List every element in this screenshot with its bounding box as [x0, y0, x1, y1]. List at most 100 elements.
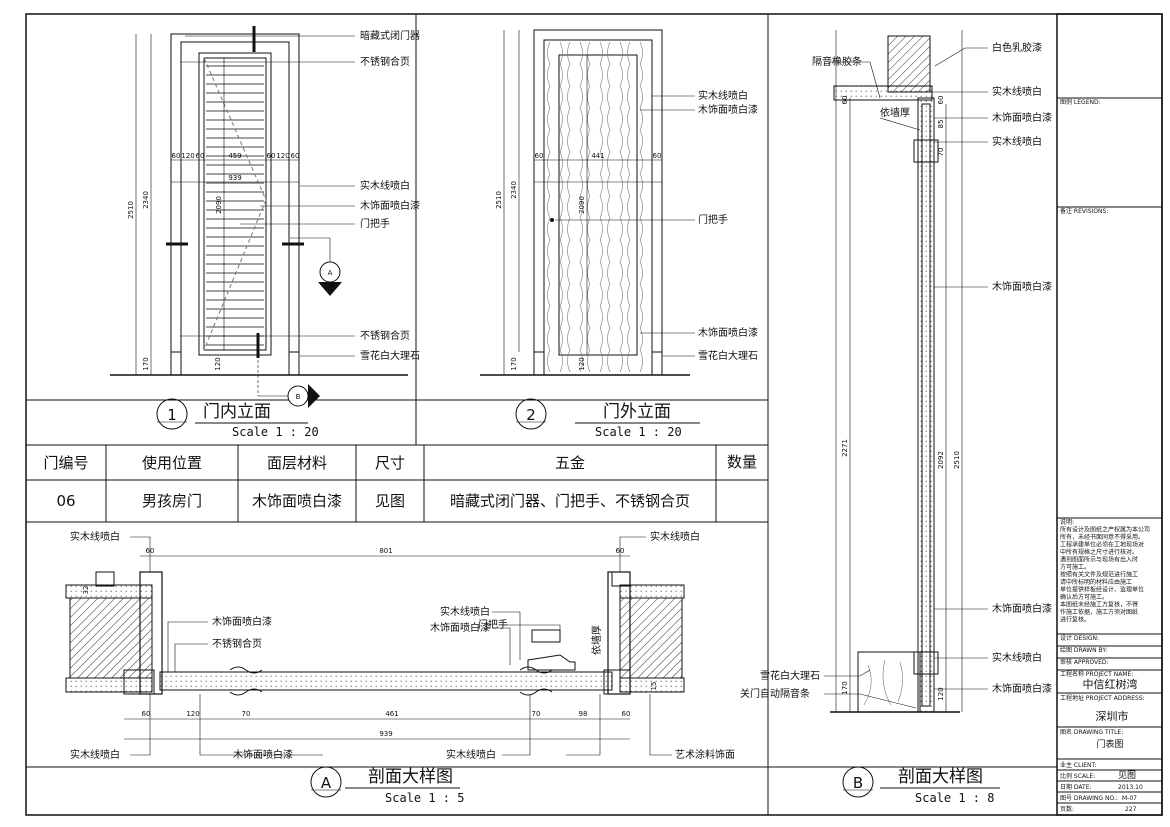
scale-label: 比例 SCALE: [1060, 772, 1095, 780]
sectionA-title: 剖面大样图 [368, 767, 453, 787]
header-size: 尺寸 [375, 454, 405, 472]
dim-120: 120 [181, 152, 194, 160]
design-label: 设计 DESIGN: [1060, 634, 1099, 642]
note-line: 工程承建单位必须在工地现场对 [1060, 541, 1144, 549]
label-wood-trim: 实木线喷白 [70, 530, 120, 543]
note-line: 按照有关文件及规范进行施工 [1060, 571, 1138, 579]
label-wood-veneer: 木饰面喷白漆 [430, 621, 490, 634]
view2-title: 门外立面 [603, 402, 671, 422]
drawing-title-label: 图名 DRAWING TITLE: [1060, 728, 1123, 736]
cell-size: 见图 [375, 492, 405, 510]
dim-2090: 2090 [215, 196, 223, 214]
label-auto-seal: 关门自动隔音条 [740, 687, 810, 700]
note-line: 说明: [1060, 518, 1074, 526]
section-b-detail: 60 60 85 70 2271 2092 2510 170 120 白色乳胶漆… [740, 30, 1052, 805]
dim-60: 60 [653, 152, 662, 160]
approved-label: 审核 APPROVED: [1060, 658, 1109, 666]
svg-text:A: A [328, 269, 333, 277]
dim-170: 170 [841, 681, 849, 694]
address-label: 工程地址 PROJECT ADDRESS: [1060, 694, 1145, 702]
note-line: 请中所标明的材料应由施工 [1060, 578, 1132, 586]
notes: 说明:所有设计及图纸之产权属为本公司所有，未经书面同意不得采用。工程承建单位必须… [1060, 518, 1150, 624]
dim-60: 60 [622, 710, 631, 718]
note-line: 进行复核。 [1060, 616, 1090, 624]
date-label: 日期 DATE: [1060, 783, 1092, 791]
revisions-label: 备注 REVISIONS: [1060, 207, 1108, 215]
number-label: 图号 DRAWING NO.: [1060, 795, 1118, 802]
dim-120: 120 [186, 710, 199, 718]
sectionB-scale: Scale 1 : 8 [915, 791, 994, 805]
label-wood-veneer: 木饰面喷白漆 [992, 280, 1052, 293]
label-wood-veneer-2: 木饰面喷白漆 [698, 326, 758, 339]
dim-170: 170 [142, 357, 150, 370]
label-wood-veneer: 木饰面喷白漆 [212, 615, 272, 628]
label-wall-thickness: 依墙厚 [880, 106, 910, 119]
label-wood-trim: 实木线喷白 [698, 89, 748, 102]
label-wood-trim: 实木线喷白 [446, 748, 496, 761]
dim-2340: 2340 [510, 181, 518, 199]
label-wood-trim: 实木线喷白 [360, 179, 410, 192]
client-label: 业主 CLIENT: [1060, 761, 1097, 769]
wood-grain [607, 41, 611, 373]
note-line: 中所有规格之尺寸进行核对。 [1060, 548, 1138, 556]
section-a-detail: 60 801 60 32 60 120 70 461 70 98 60 939 … [65, 530, 735, 805]
wood-grain [547, 41, 551, 373]
note-line: 所有设计及图纸之产权属为本公司 [1060, 526, 1150, 534]
label-latex-paint: 白色乳胶漆 [992, 41, 1042, 54]
dim-939: 939 [379, 730, 392, 738]
dim-441: 441 [591, 152, 604, 160]
drawn-label: 绘图 DRAWN BY: [1060, 646, 1107, 654]
label-wood-veneer: 木饰面喷白漆 [698, 103, 758, 116]
date-value: 2013.10 [1118, 784, 1143, 791]
handle-icon [550, 218, 554, 222]
wood-grain [587, 41, 591, 373]
dim-60: 60 [291, 152, 300, 160]
label-handle: 门把手 [478, 618, 508, 631]
cell-location: 男孩房门 [142, 492, 202, 510]
header-qty: 数量 [727, 453, 757, 471]
cell-finish: 木饰面喷白漆 [252, 492, 342, 510]
label-concealed-closer: 暗藏式闭门器 [360, 29, 420, 42]
view2-number: 2 [526, 406, 536, 424]
project-name: 中信红树湾 [1083, 677, 1138, 691]
label-hinge: 不锈钢合页 [360, 55, 410, 68]
title-block: 图例 LEGEND: 备注 REVISIONS: 说明:所有设计及图纸之产权属为… [1056, 13, 1163, 816]
header-hardware: 五金 [555, 454, 585, 472]
label-marble: 雪花白大理石 [760, 669, 820, 682]
dim-2510: 2510 [953, 451, 961, 469]
label-wood-veneer: 木饰面喷白漆 [992, 602, 1052, 615]
dim-60: 60 [535, 152, 544, 160]
label-art-paint: 艺术涂料饰面 [675, 748, 735, 761]
note-line: 遇到图面所示与现场有出入时 [1060, 556, 1138, 564]
dim-70: 70 [242, 710, 251, 718]
label-wall-thickness: 依墙厚 [590, 625, 603, 655]
header-location: 使用位置 [142, 454, 202, 472]
wood-grain [559, 41, 563, 373]
label-handle: 门把手 [360, 217, 390, 230]
sectionA-scale: Scale 1 : 5 [385, 791, 464, 805]
dim-60: 60 [267, 152, 276, 160]
note-line: 作施工依据，施工方须对图纸 [1060, 608, 1138, 616]
svg-text:B: B [296, 393, 301, 401]
label-wood-trim: 实木线喷白 [70, 748, 120, 761]
dim-2510: 2510 [495, 191, 503, 209]
door-schedule: 门编号 使用位置 面层材料 尺寸 五金 数量 06 男孩房门 木饰面喷白漆 见图… [43, 445, 757, 522]
inner-elevation: 2510 2340 2090 939 459 60 120 60 60 120 … [110, 26, 420, 439]
wood-grain [639, 41, 643, 373]
dim-120: 120 [214, 357, 222, 370]
dim-2090: 2090 [578, 196, 586, 214]
cell-hardware: 暗藏式闭门器、门把手、不锈钢合页 [450, 492, 690, 510]
outer-elevation: 2510 2340 2090 441 60 60 170 120 实木线喷白 木… [480, 29, 758, 439]
label-handle: 门把手 [698, 213, 728, 226]
dim-120: 120 [937, 687, 945, 700]
dim-461: 461 [385, 710, 398, 718]
dim-60: 60 [142, 710, 151, 718]
dim-15: 15 [650, 682, 658, 691]
drawing-title: 门表图 [1096, 738, 1123, 750]
view1-scale: Scale 1 : 20 [232, 425, 319, 439]
legend-label: 图例 LEGEND: [1060, 98, 1101, 106]
wood-grain [599, 41, 603, 373]
label-wood-trim: 实木线喷白 [992, 651, 1042, 664]
label-wood-trim: 实木线喷白 [992, 85, 1042, 98]
dim-2271: 2271 [841, 439, 849, 457]
